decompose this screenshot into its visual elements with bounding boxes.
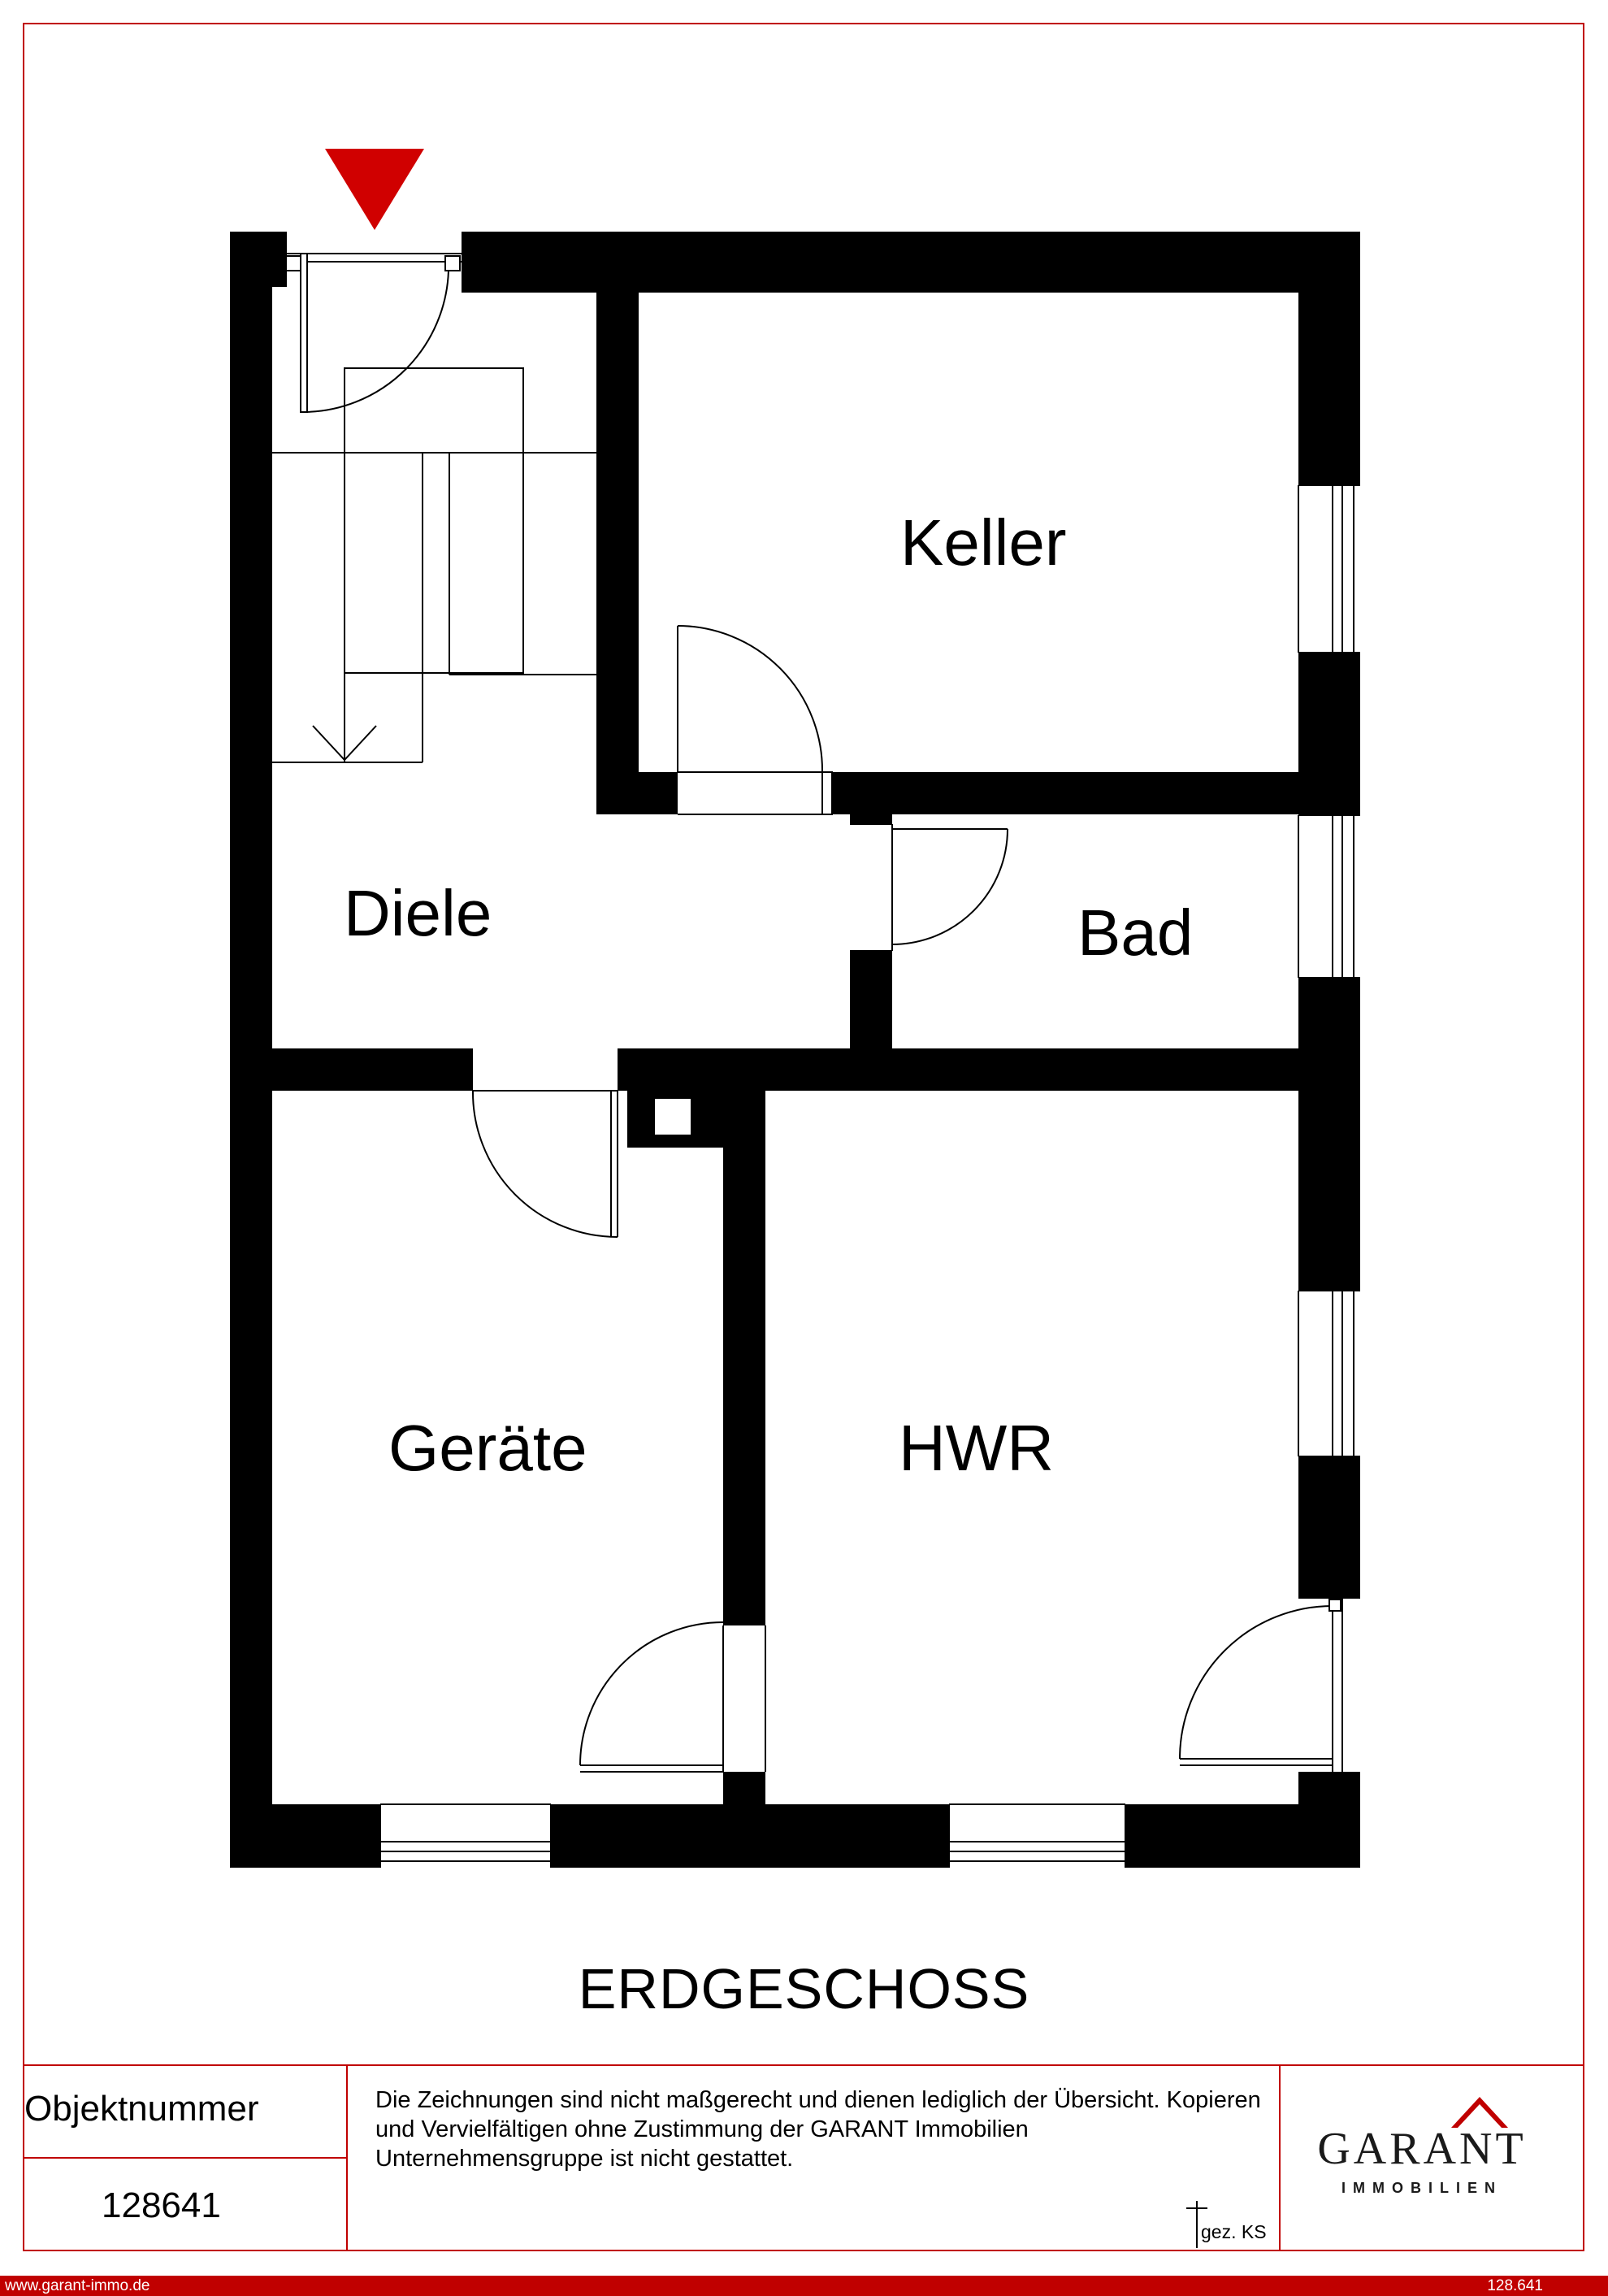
footer-reference: 128.641: [1487, 2277, 1543, 2294]
interior-walls: [272, 293, 1298, 1804]
floor-plan: [230, 149, 1360, 1868]
floor-title: ERDGESCHOSS: [578, 1957, 1030, 2020]
footer-website[interactable]: www.garant-immo.de: [5, 2277, 150, 2294]
page-frame: [23, 23, 1584, 2251]
title-block-top-line: [23, 2064, 1584, 2066]
title-block-divider-1: [346, 2064, 348, 2251]
footer-bar: [0, 2276, 1608, 2296]
doors: [285, 253, 1343, 1773]
outer-walls: [230, 232, 1360, 1868]
signature-tick: [1196, 2201, 1198, 2248]
room-label-diele: Diele: [344, 877, 492, 949]
signature-tick-horizontal: [1186, 2207, 1207, 2209]
objekt-label: Objektnummer: [24, 2089, 259, 2129]
garant-logo-icon: GARANT IMMOBILIEN: [1292, 2089, 1552, 2219]
disclaimer-text: Die Zeichnungen sind nicht maßgerecht un…: [375, 2087, 1261, 2172]
title-block: [23, 2064, 1584, 2251]
objekt-number: 128641: [102, 2185, 221, 2225]
title-block-cell-divider: [23, 2157, 346, 2159]
staircase: [272, 367, 596, 763]
room-label-bad: Bad: [1077, 896, 1194, 969]
signature: gez. KS: [1201, 2221, 1267, 2242]
logo-wordmark: GARANT: [1317, 2124, 1527, 2174]
room-label-hwr: HWR: [899, 1412, 1055, 1484]
logo-roof-icon: [1451, 2097, 1508, 2128]
room-label-keller: Keller: [900, 506, 1067, 579]
room-label-geraete: Geräte: [388, 1412, 587, 1484]
logo-subtitle: IMMOBILIEN: [1341, 2180, 1502, 2196]
entrance-triangle-icon: [325, 149, 424, 230]
title-block-divider-2: [1279, 2064, 1281, 2251]
windows: [379, 484, 1360, 1868]
chimney: [655, 1099, 691, 1135]
